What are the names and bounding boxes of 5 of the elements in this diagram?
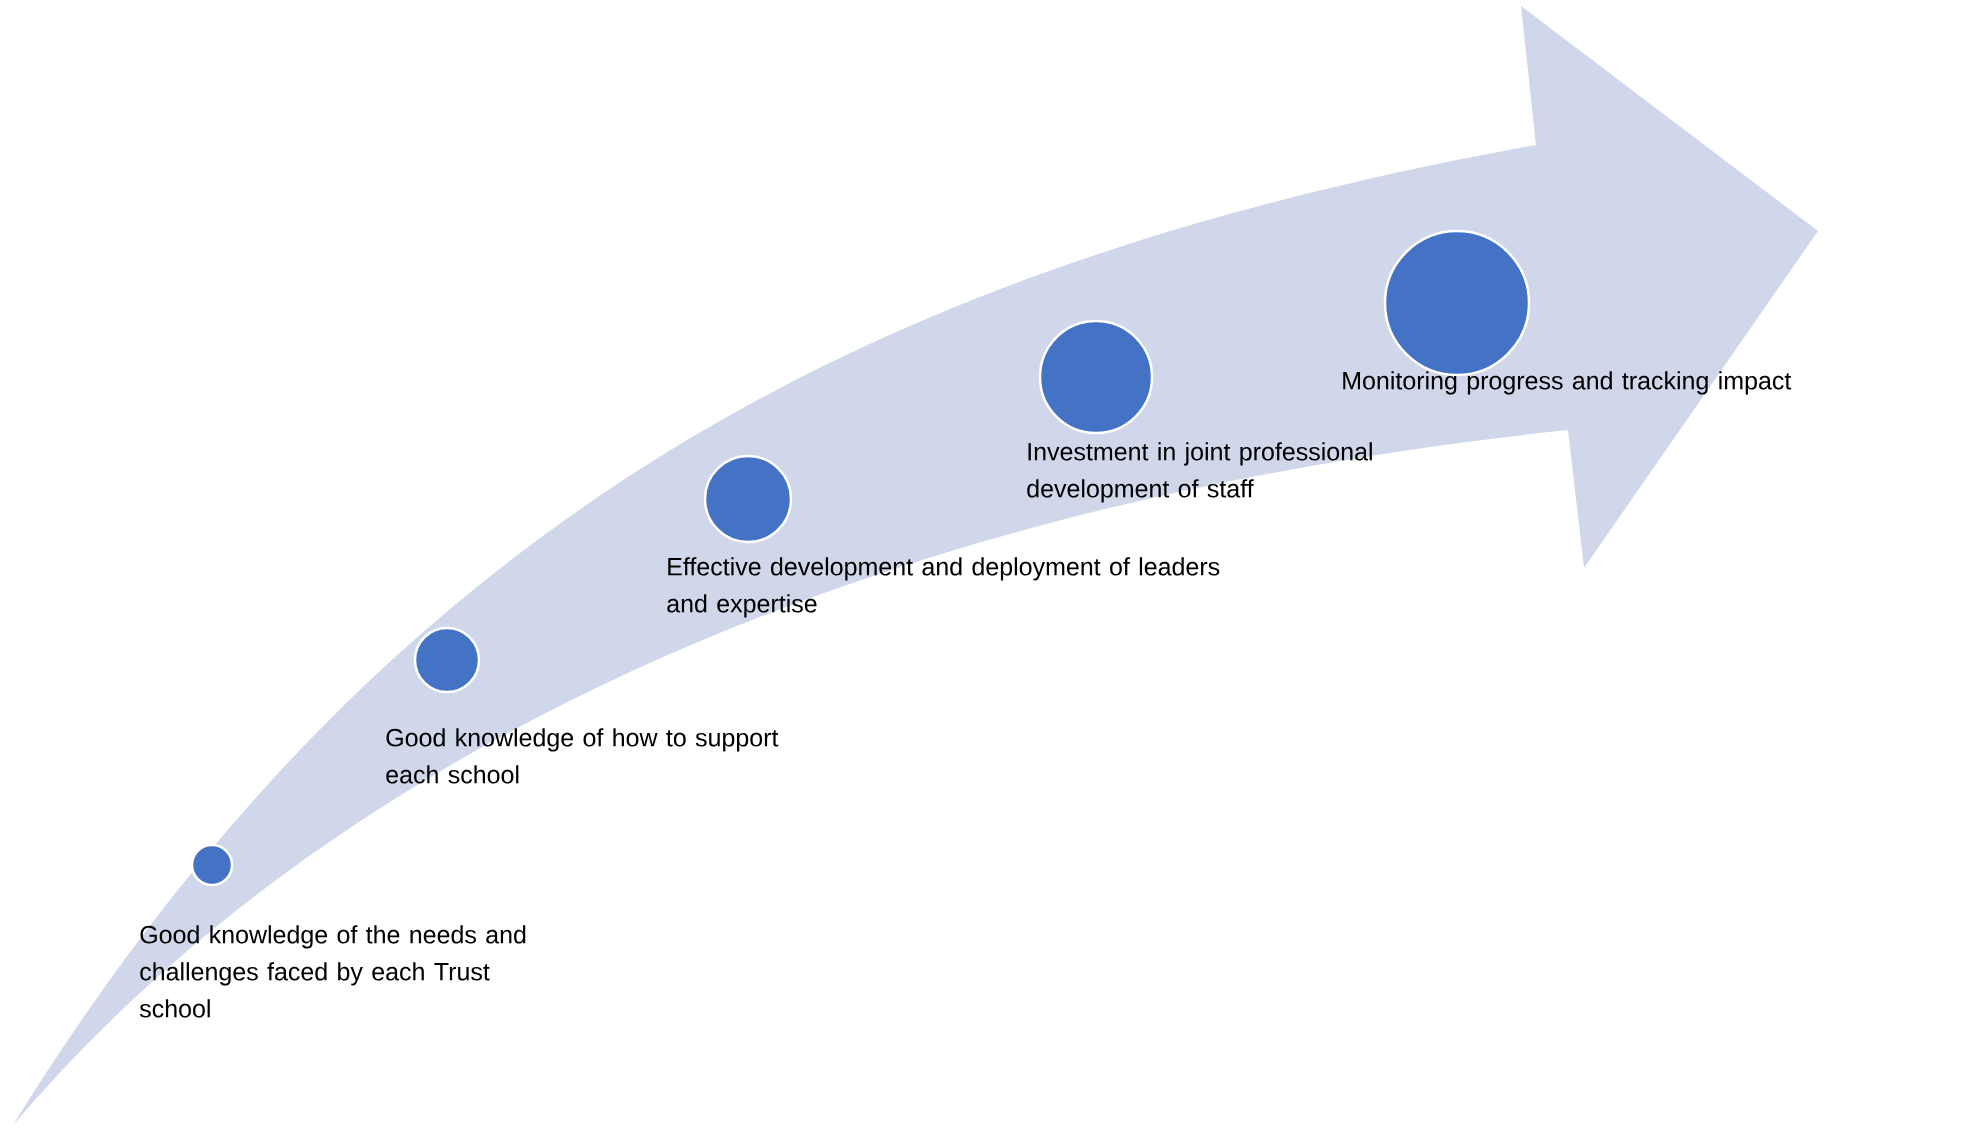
milestone-label: Good knowledge of how to support each school xyxy=(386,728,779,784)
milestone-label: Good knowledge of the needs and challenges faced by each Trust school xyxy=(139,925,526,1018)
milestone-label: Monitoring progress and tracking impact xyxy=(1343,371,1792,395)
milestone-label: Investment in joint professional development of staff xyxy=(1027,442,1372,503)
milestone-label: Effective development and deployment of leaders and expertise xyxy=(667,557,1220,618)
